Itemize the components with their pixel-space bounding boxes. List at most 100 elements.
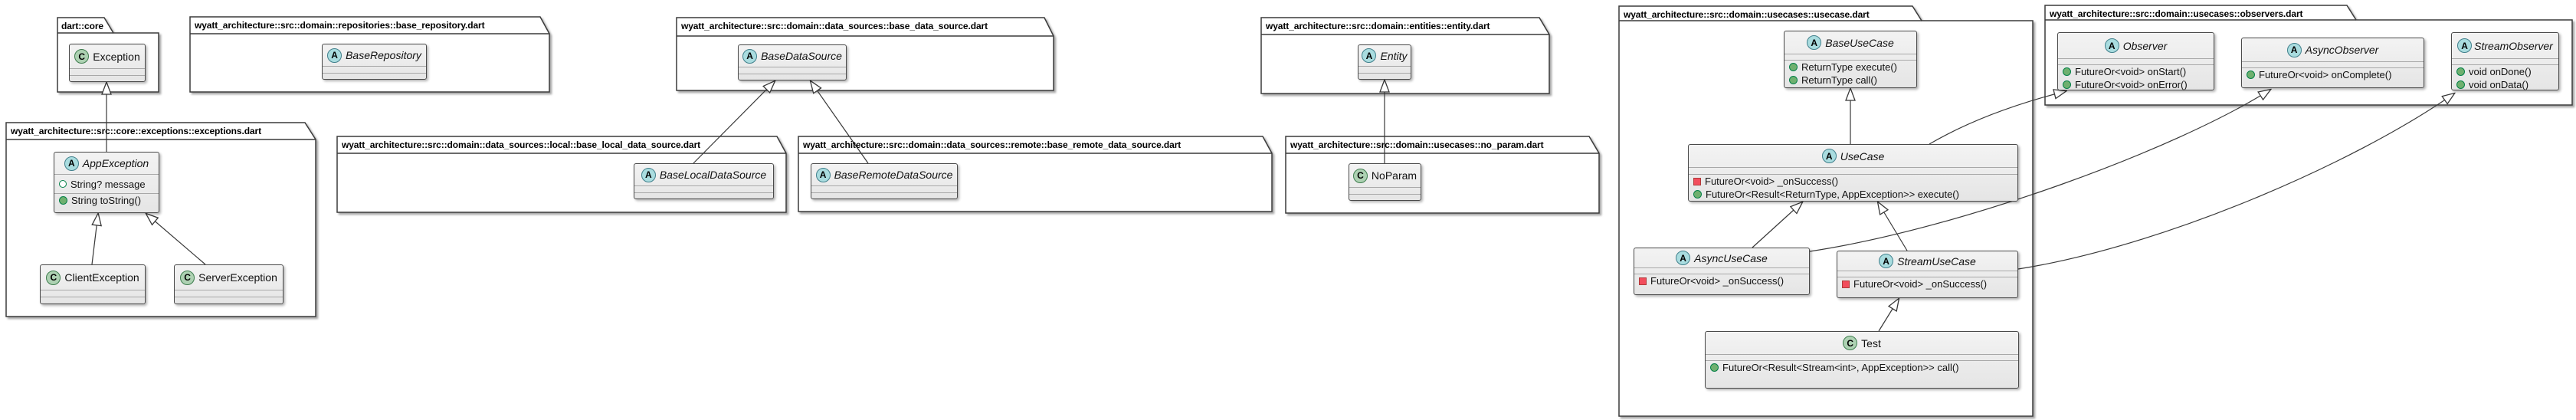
class-name: UseCase [1840,149,1885,162]
class-spot-icon: C [1352,168,1368,183]
class-asyncusecase: A AsyncUseCase FutureOr<void> _onSuccess… [1634,248,1810,295]
field-row: String? message [54,178,159,191]
private-method-icon [1842,280,1850,288]
method-row: FutureOr<Result<ReturnType, AppException… [1689,188,2017,201]
abstract-spot-icon: A [2104,38,2119,53]
field-icon [59,180,67,188]
method-text: void onData() [2469,79,2529,90]
attributes-compartment: String? message [54,175,159,194]
class-name: StreamObserver [2474,39,2553,52]
attributes-compartment [323,67,426,74]
class-name: BaseRemoteDataSource [834,169,953,181]
public-method-icon [1789,76,1798,84]
method-text: FutureOr<void> _onSuccess() [1705,176,1839,187]
public-method-icon [2456,67,2465,76]
class-spot-icon: C [74,49,90,64]
class-header: A StreamUseCase [1837,251,2017,271]
class-streamobserver: A StreamObserver void onDone() void onDa… [2451,32,2559,90]
abstract-spot-icon: A [1807,35,1822,50]
edge-streamusecase-extends-streamobserver [2017,94,2454,270]
method-text: ReturnType call() [1801,74,1877,86]
class-noparam: C NoParam [1349,163,1421,201]
abstract-spot-icon: A [64,156,79,171]
class-header: A StreamObserver [2452,33,2558,59]
method-text: FutureOr<void> onStart() [2075,66,2187,77]
attributes-compartment [1634,268,1809,274]
class-header: A UseCase [1689,145,2017,168]
abstract-spot-icon: A [1879,254,1894,268]
class-header: A BaseDataSource [739,45,846,67]
class-entity: A Entity [1358,44,1411,80]
class-usecase: A UseCase FutureOr<void> _onSuccess() Fu… [1688,144,2018,202]
method-text: ReturnType execute() [1801,61,1898,73]
attributes-compartment [1785,54,1916,61]
method-row: FutureOr<void> _onSuccess() [1634,274,1809,287]
package-title-entity: wyatt_architecture::src::domain::entitie… [1266,21,1490,31]
class-name: Test [1861,336,1881,349]
method-row: FutureOr<void> onComplete() [2242,68,2424,81]
method-row: void onData() [2452,78,2558,91]
abstract-spot-icon: A [1821,149,1837,163]
attributes-compartment [175,290,283,297]
attributes-compartment [2242,62,2424,68]
package-title-dart-core: dart::core [61,21,104,31]
methods-compartment: FutureOr<void> _onSuccess() FutureOr<Res… [1689,175,2017,201]
class-name: ClientException [64,271,139,284]
public-method-icon [2063,80,2071,89]
class-name: Observer [2122,39,2168,52]
method-text: void onDone() [2469,66,2532,77]
attributes-compartment [739,67,846,74]
method-text: FutureOr<Result<ReturnType, AppException… [1706,189,1959,200]
package-title-usecase: wyatt_architecture::src::domain::usecase… [1624,9,1870,20]
class-header: C Test [1706,332,2018,355]
methods-compartment: String toString() [54,194,159,207]
class-appexception: A AppException String? message String to… [54,152,159,213]
class-clientexception: C ClientException [40,264,146,304]
methods-compartment: FutureOr<void> onComplete() [2242,68,2424,81]
class-header: C ServerException [175,265,283,290]
method-text: FutureOr<void> onComplete() [2259,69,2392,80]
package-title-no-param: wyatt_architecture::src::domain::usecase… [1290,139,1544,150]
attributes-compartment [1706,355,2018,361]
abstract-spot-icon: A [327,48,342,63]
public-method-icon [2063,67,2071,76]
methods-compartment: FutureOr<void> _onSuccess() [1634,274,1809,287]
class-header: A Observer [2058,33,2214,59]
class-streamusecase: A StreamUseCase FutureOr<void> _onSucces… [1837,251,2018,298]
public-method-icon [59,196,67,205]
method-text: FutureOr<void> _onSuccess() [1853,278,1988,290]
methods-compartment: void onDone() void onData() [2452,65,2558,91]
methods-compartment: FutureOr<void> onStart() FutureOr<void> … [2058,65,2214,91]
class-asyncobserver: A AsyncObserver FutureOr<void> onComplet… [2241,38,2424,88]
edge-test-extends-streamusecase [1878,299,1899,332]
private-method-icon [1639,277,1647,285]
edge-baselocaldatasource-extends-basedatasource [693,81,775,164]
abstract-spot-icon: A [1362,48,1377,63]
package-title-base-repository: wyatt_architecture::src::domain::reposit… [195,20,485,31]
class-name: NoParam [1371,169,1417,182]
field-text: String? message [70,178,146,190]
class-name: ServerException [198,271,277,284]
method-row: ReturnType execute() [1785,61,1916,74]
class-name: BaseDataSource [761,50,842,62]
class-exception: C Exception [69,44,146,82]
class-header: C ClientException [41,265,145,290]
class-baseremotedatasource: A BaseRemoteDataSource [811,163,958,199]
class-basedatasource: A BaseDataSource [738,44,847,80]
class-header: A BaseUseCase [1785,31,1916,54]
method-row: FutureOr<Result<Stream<int>, AppExceptio… [1706,361,2018,374]
edge-asyncusecase-extends-asyncobserver [1809,90,2270,252]
class-observer: A Observer FutureOr<void> onStart() Futu… [2057,32,2214,90]
class-header: C NoParam [1349,164,1421,188]
attributes-compartment [70,69,145,76]
attributes-compartment [1349,188,1421,195]
class-name: BaseRepository [346,49,421,61]
method-row: String toString() [54,194,159,207]
class-header: A BaseRemoteDataSource [811,164,957,186]
class-baserepository: A BaseRepository [322,44,427,80]
attributes-compartment [811,186,957,193]
class-spot-icon: C [1843,336,1858,350]
edge-asyncusecase-extends-usecase [1752,202,1802,248]
